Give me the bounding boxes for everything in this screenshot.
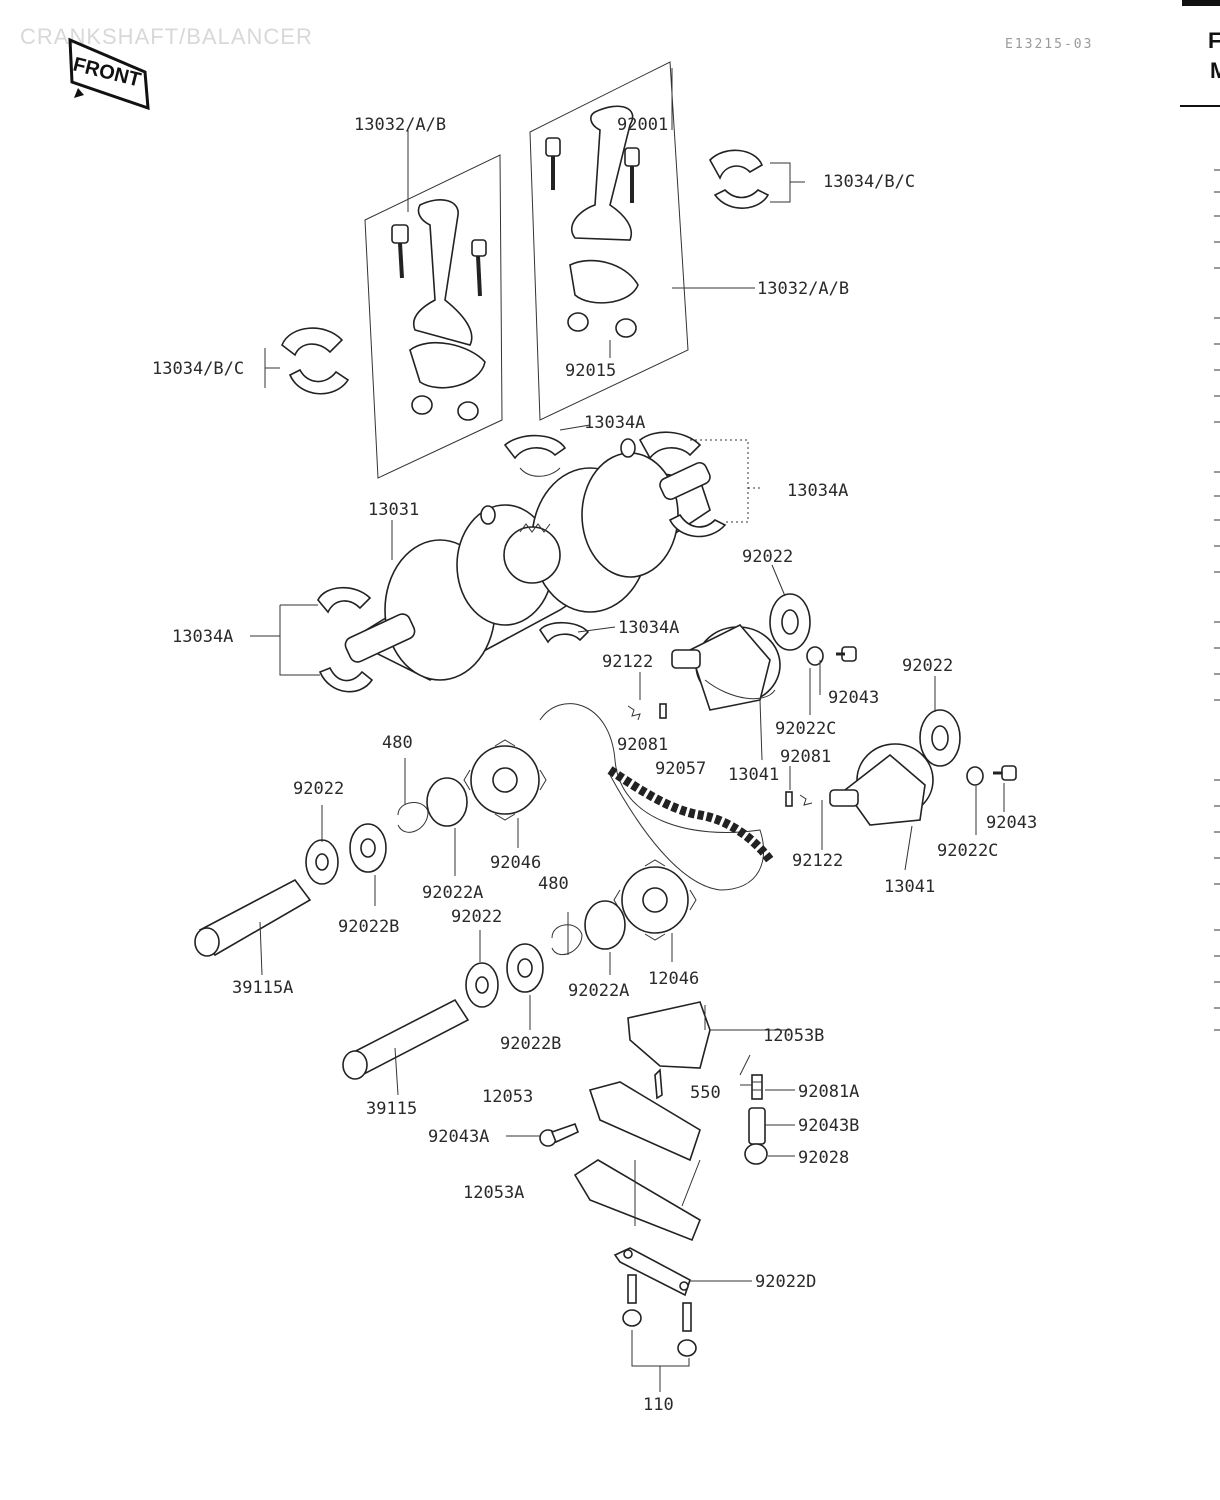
label-balancer-weight-a: 13041 xyxy=(728,765,779,785)
label-shaft-a: 39115A xyxy=(232,978,293,998)
label-main-bearing-left: 13034A xyxy=(172,627,233,647)
washer-b xyxy=(919,709,961,767)
front-marker: FRONT xyxy=(68,37,150,111)
washer-plate xyxy=(613,1247,691,1297)
spring-pin-b xyxy=(785,791,813,807)
label-main-bearing-right: 13034A xyxy=(787,481,848,501)
gear-bottom xyxy=(613,859,697,941)
main-bearing-left xyxy=(317,586,374,693)
label-washer-b: 92022 xyxy=(902,656,953,676)
label-conrod-bearing-left: 13034/B/C xyxy=(152,359,244,379)
label-main-bearing-top: 13034A xyxy=(584,413,645,433)
guide-mid xyxy=(588,1081,701,1162)
bolt-set xyxy=(622,1274,697,1357)
label-gear-bottom: 12046 xyxy=(648,969,699,989)
bolt-a xyxy=(836,646,857,662)
label-balancer-weight-b: 13041 xyxy=(884,877,935,897)
edge-letter-2: M xyxy=(1210,58,1220,83)
conrod-assembly-left xyxy=(364,154,503,479)
label-washer-plate: 92022D xyxy=(755,1272,816,1292)
section-title: CRANKSHAFT/BALANCER xyxy=(20,24,313,49)
circlip-mid xyxy=(551,924,583,956)
guide-top xyxy=(627,1001,711,1069)
label-circlip-mid: 480 xyxy=(538,874,569,894)
label-conrod-assy-right: 13032/A/B xyxy=(757,279,849,299)
label-conrod-nut: 92015 xyxy=(565,361,616,381)
bolt-b xyxy=(993,765,1017,781)
label-shim-top: 92022A xyxy=(422,883,483,903)
page-edge-fragment: F M xyxy=(1180,0,1220,1031)
label-chain: 92057 xyxy=(655,759,706,779)
diagram-code: E13215-03 xyxy=(1005,37,1093,52)
spacer-b xyxy=(506,943,544,993)
balancer-chain xyxy=(539,703,774,891)
label-washer-a: 92022 xyxy=(742,547,793,567)
shim-top xyxy=(426,777,468,827)
nut-a xyxy=(744,1143,768,1165)
washer-a xyxy=(769,593,811,651)
shaft-b xyxy=(342,998,470,1080)
label-gear-top: 92046 xyxy=(490,853,541,873)
shaft-a xyxy=(194,878,312,957)
washer-c xyxy=(305,839,339,885)
label-washer-d: 92022 xyxy=(451,907,502,927)
crankshaft xyxy=(344,438,711,681)
label-spring-pin-a: 92122 xyxy=(602,652,653,672)
label-main-bearing-mid: 13034A xyxy=(618,618,679,638)
shim-b xyxy=(584,900,626,950)
label-collar-a: 92022C xyxy=(775,719,836,739)
conrod-assembly-right xyxy=(529,61,689,421)
bolt-d xyxy=(539,1122,580,1147)
label-circlip-top: 480 xyxy=(382,733,413,753)
main-bearing-top xyxy=(503,434,567,477)
part-labels: 13032/A/B 92001 13034/B/C 13032/A/B 1303… xyxy=(152,115,1037,1415)
label-guide-mid: 12053 xyxy=(482,1087,533,1107)
label-pin-c: 550 xyxy=(690,1083,721,1103)
washer-d xyxy=(465,962,499,1008)
label-bolt-c: 92043B xyxy=(798,1116,859,1136)
label-spacer-b: 92022B xyxy=(500,1034,561,1054)
label-conrod-assy-left: 13032/A/B xyxy=(354,115,446,135)
label-guide-bottom: 12053A xyxy=(463,1183,524,1203)
spring-pin-a xyxy=(627,703,667,721)
label-conrod-bolt: 92001 xyxy=(617,115,668,135)
label-pin-b: 92081 xyxy=(780,747,831,767)
conrod-bearing-top xyxy=(709,149,770,209)
label-shaft-b: 39115 xyxy=(366,1099,417,1119)
label-collar-b: 92022C xyxy=(937,841,998,861)
main-bearing-mid xyxy=(539,621,590,644)
label-crankshaft: 13031 xyxy=(368,500,419,520)
circlip-top xyxy=(397,802,429,833)
main-bearing-right xyxy=(638,431,727,538)
label-bolt-a: 92043 xyxy=(828,688,879,708)
label-bolt-d: 92043A xyxy=(428,1127,489,1147)
label-bolt-set: 110 xyxy=(643,1395,674,1415)
label-spring-pin-c: 92081A xyxy=(798,1082,859,1102)
label-pin-a: 92081 xyxy=(617,735,668,755)
conrod-bearing-left xyxy=(281,327,350,395)
label-guide-top: 12053B xyxy=(763,1026,824,1046)
label-washer-c: 92022 xyxy=(293,779,344,799)
collar-a xyxy=(806,646,824,666)
leader-lines xyxy=(250,68,1005,1392)
guide-bottom xyxy=(573,1159,701,1242)
balancer-weight-b xyxy=(829,743,934,826)
spacer-a xyxy=(349,823,387,873)
balancer-weight-a xyxy=(671,624,781,711)
label-shim-b: 92022A xyxy=(568,981,629,1001)
label-spacer-a: 92022B xyxy=(338,917,399,937)
label-nut-a: 92028 xyxy=(798,1148,849,1168)
collar-b xyxy=(966,766,984,786)
bolt-c xyxy=(748,1107,766,1145)
gear-top xyxy=(463,739,547,821)
spring-pin-c xyxy=(751,1074,763,1100)
pin-c xyxy=(654,1068,663,1100)
edge-letter-1: F xyxy=(1208,28,1220,53)
arrow-icon xyxy=(74,88,84,98)
label-spring-pin-b: 92122 xyxy=(792,851,843,871)
label-bolt-b: 92043 xyxy=(986,813,1037,833)
label-conrod-bearing-top: 13034/B/C xyxy=(823,172,915,192)
